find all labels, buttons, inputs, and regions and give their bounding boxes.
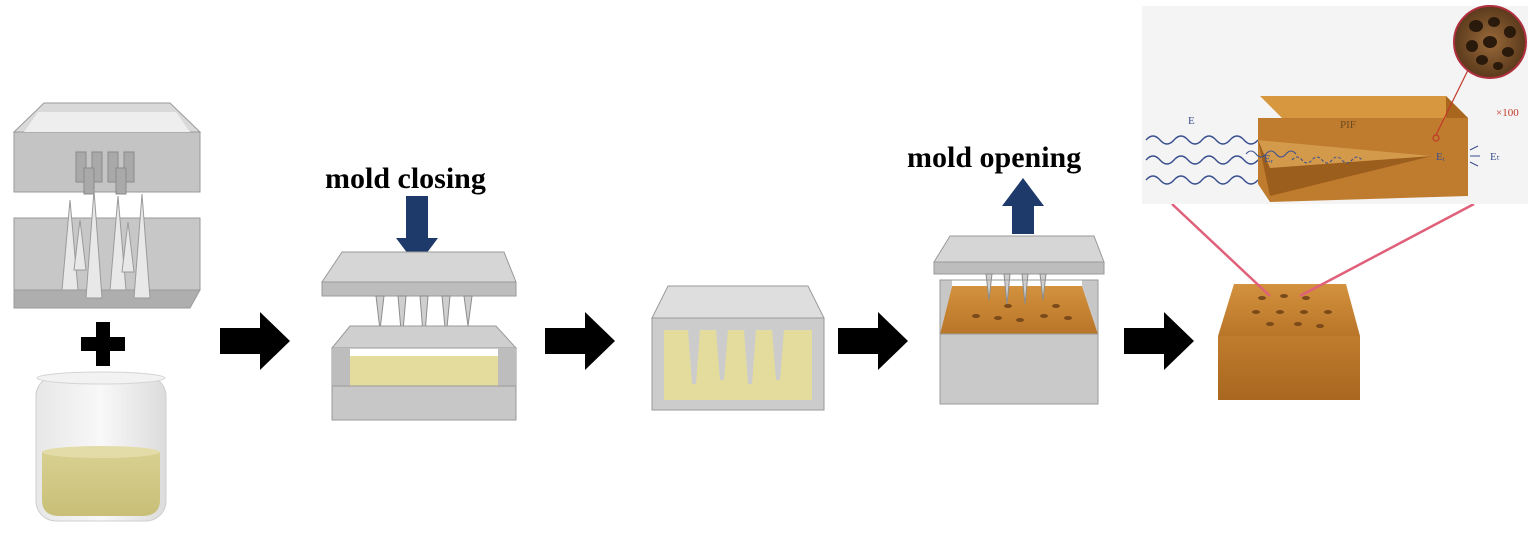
inner-label: Eᵢ xyxy=(1436,151,1445,163)
curing-step xyxy=(651,285,825,411)
mold-opening-label: mold opening xyxy=(907,141,1081,174)
magnification-label: ×100 xyxy=(1496,107,1519,119)
transmitted-label: Eₜ xyxy=(1490,151,1500,163)
mold-closing-label: mold closing xyxy=(325,162,486,195)
zoom-pointer-left xyxy=(1171,203,1271,297)
zoom-pointer-right xyxy=(1299,202,1475,298)
pore-micrograph xyxy=(1453,5,1527,79)
mold-opening-step: mold opening xyxy=(907,141,1105,405)
material-label: PIF xyxy=(1340,119,1356,131)
process-arrow-icon xyxy=(838,312,908,370)
process-arrow-icon xyxy=(220,312,290,370)
up-arrow-icon xyxy=(1002,178,1044,234)
mold-closing-step: mold closing xyxy=(321,162,518,421)
beaker xyxy=(35,371,167,522)
open-mold xyxy=(12,102,202,309)
process-arrow-icon xyxy=(545,312,615,370)
foam-block xyxy=(1218,284,1360,400)
reflected-label: Eᵣ xyxy=(1264,153,1274,165)
process-arrow-icon xyxy=(1124,312,1194,370)
incident-wave-label: E xyxy=(1188,115,1195,127)
incident-wave-icon xyxy=(1145,135,1259,185)
plus-icon xyxy=(81,322,125,366)
absorption-inset: E PIF Eᵣ Eᵢ Eₜ xyxy=(1142,5,1528,204)
